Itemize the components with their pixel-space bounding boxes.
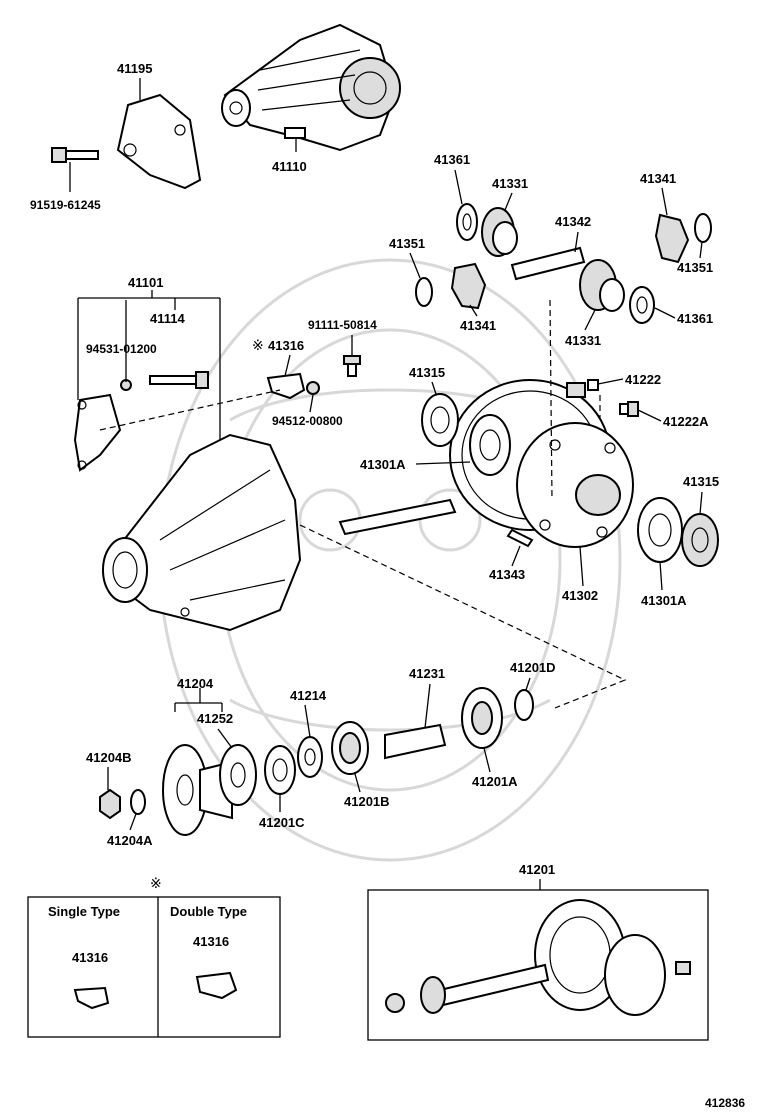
label-41331-a: 41331: [492, 176, 528, 191]
label-91519: 91519-61245: [30, 198, 101, 212]
side-gear-41331b: [579, 259, 625, 312]
label-41204: 41204: [177, 676, 214, 691]
label-41301a: 41301A: [360, 457, 406, 472]
label-41316: 41316: [268, 338, 304, 353]
adjusting-nut-41222: [566, 379, 599, 398]
note-mark-2: ※: [150, 876, 162, 892]
label-41110: 41110: [272, 159, 307, 174]
label-41201c: 41201C: [259, 815, 305, 830]
bolt-94531: [149, 371, 209, 389]
label-41204b: 41204B: [86, 750, 132, 765]
bearing-41201a: [461, 687, 503, 749]
label-41342: 41342: [555, 214, 591, 229]
oil-deflector-41252: [219, 744, 257, 806]
label-41315-b: 41315: [683, 474, 719, 489]
bearing-41315: [421, 393, 459, 447]
nut-94512: [306, 381, 320, 395]
bolt-41222a: [619, 401, 639, 417]
label-41201: 41201: [519, 862, 555, 877]
label-41252: 41252: [197, 711, 233, 726]
pinion-washer-41351: [694, 213, 712, 243]
ring-pinion-kit: [367, 889, 709, 1041]
lock-plate-41316: [266, 372, 306, 400]
label-41231: 41231: [409, 666, 445, 681]
bearing-race-41301a-right: [637, 497, 683, 563]
label-91111: 91111-50814: [308, 318, 377, 332]
label-41201a: 41201A: [472, 774, 518, 789]
label-41341-b: 41341: [460, 318, 496, 333]
label-41214: 41214: [290, 688, 327, 703]
differential-carrier-41101: [102, 433, 302, 632]
bearing-cap-41114: [73, 393, 122, 472]
bearing-race-41301a: [469, 414, 511, 476]
label-41195: 41195: [117, 61, 152, 76]
type-legend: [27, 896, 281, 1038]
label-41343: 41343: [489, 567, 525, 582]
label-41361-b: 41361: [677, 311, 713, 326]
label-41101: 41101: [128, 275, 163, 290]
label-41222: 41222: [625, 372, 661, 387]
cover-41195: [116, 93, 202, 190]
pinion-shaft-41342: [510, 246, 586, 281]
legend-single-title: Single Type: [48, 904, 120, 919]
label-41341-a: 41341: [640, 171, 676, 186]
label-94531: 94531-01200: [86, 342, 157, 356]
legend-double-title: Double Type: [170, 904, 247, 919]
washer-41204a: [130, 789, 146, 815]
side-gear-washer-41361: [456, 203, 478, 241]
legend-double-part: 41316: [193, 934, 229, 949]
slinger-41214: [297, 736, 323, 778]
leader-lines: [107, 169, 703, 890]
washer-41201d: [514, 689, 534, 721]
label-41301a-b: 41301A: [641, 593, 687, 608]
label-41201d: 41201D: [510, 660, 556, 675]
spacer-41231: [384, 723, 447, 760]
pinion-washer-41351b: [415, 277, 433, 307]
label-41351-b: 41351: [677, 260, 713, 275]
label-41204a: 41204A: [107, 833, 153, 848]
label-41114: 41114: [150, 311, 185, 326]
side-gear-washer-41361b: [629, 286, 655, 324]
part-labels: 41195 41110 91519-61245 41361 41331 4134…: [30, 61, 745, 1110]
bolt-91111: [343, 355, 361, 377]
label-41201b: 41201B: [344, 794, 390, 809]
pin-41343: [506, 528, 534, 548]
carrier-assembly-41110: [221, 23, 401, 152]
bearing-41315-right: [681, 513, 719, 567]
pinion-shaft-drive: [338, 498, 457, 536]
note-mark-1: ※: [252, 338, 264, 354]
side-gear-41331: [481, 207, 518, 257]
legend-single-part: 41316: [72, 950, 108, 965]
label-41315-a: 41315: [409, 365, 445, 380]
label-41351-a: 41351: [389, 236, 425, 251]
label-41331-b: 41331: [565, 333, 601, 348]
label-41361-a: 41361: [434, 152, 470, 167]
oil-seal-41201c: [264, 745, 296, 795]
bolt-91519-61245: [51, 147, 99, 163]
differential-case-41302: [516, 422, 634, 548]
pinion-gear-41341: [654, 213, 690, 264]
nut-41204b: [99, 788, 121, 820]
reference-number: 412836: [705, 1096, 745, 1110]
companion-flange-41204: [162, 744, 233, 836]
label-41302: 41302: [562, 588, 598, 603]
pinion-gear-41341b: [450, 262, 487, 310]
label-41222a: 41222A: [663, 414, 709, 429]
bearing-41201b: [331, 721, 369, 775]
label-94512: 94512-00800: [272, 414, 343, 428]
